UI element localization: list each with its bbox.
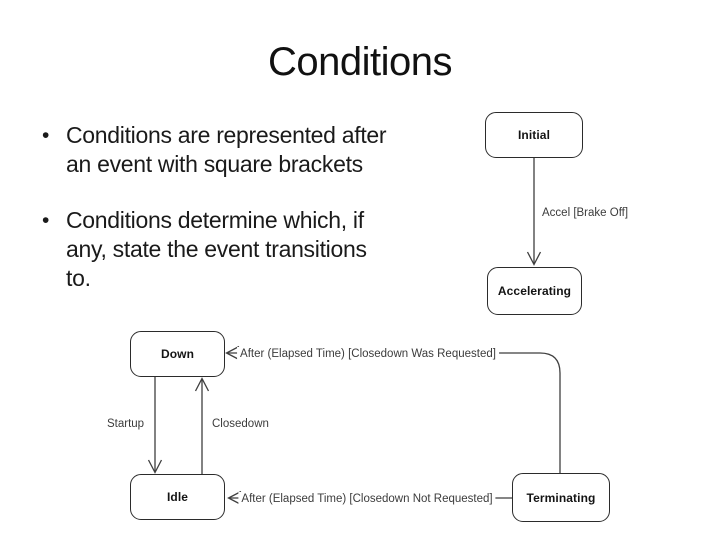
arrowhead-up-icon xyxy=(194,377,210,392)
bullet-text: Conditions determine which, if any, stat… xyxy=(66,206,367,293)
state-accelerating: Accelerating xyxy=(487,267,582,315)
list-item: • Conditions are represented after an ev… xyxy=(42,121,462,179)
state-label: Down xyxy=(160,347,195,361)
transition-label-closedown-not-requested: After (Elapsed Time) [Closedown Not Requ… xyxy=(238,492,496,506)
bullet-line: an event with square brackets xyxy=(66,151,363,177)
arrow-terminating-to-down xyxy=(227,352,561,473)
bullet-icon: • xyxy=(42,209,50,232)
state-label: Initial xyxy=(517,128,551,142)
bullet-icon: • xyxy=(42,124,50,147)
state-label: Terminating xyxy=(526,490,596,505)
bullet-text: Conditions are represented after an even… xyxy=(66,121,387,179)
transition-label-accel: Accel [Brake Off] xyxy=(542,207,629,219)
bullet-list: • Conditions are represented after an ev… xyxy=(42,121,462,293)
state-down: Down xyxy=(130,331,225,377)
state-terminating: Terminating xyxy=(512,473,610,522)
arrowhead-down-icon xyxy=(147,459,163,474)
transition-label-closedown-was-requested: After (Elapsed Time) [Closedown Was Requ… xyxy=(237,347,499,361)
state-initial: Initial xyxy=(485,112,583,158)
bullet-line: any, state the event transitions xyxy=(66,236,367,262)
bullet-line: to. xyxy=(66,265,91,291)
state-label: Accelerating xyxy=(497,284,572,298)
state-idle: Idle xyxy=(130,474,225,520)
page-title: Conditions xyxy=(267,40,453,84)
list-item: • Conditions determine which, if any, st… xyxy=(42,206,462,293)
bullet-line: Conditions are represented after xyxy=(66,122,387,148)
transition-label-closedown: Closedown xyxy=(212,418,269,430)
arrowhead-down-icon xyxy=(526,251,542,266)
state-label: Idle xyxy=(166,490,189,504)
bullet-line: Conditions determine which, if xyxy=(66,207,364,233)
transition-label-startup: Startup xyxy=(107,418,145,430)
